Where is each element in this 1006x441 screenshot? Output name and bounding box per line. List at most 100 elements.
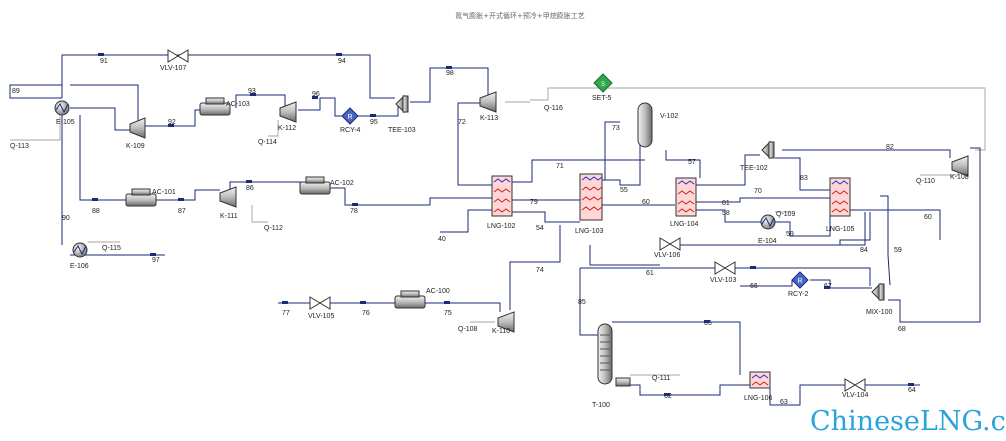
label-e104: E-104: [758, 238, 777, 245]
ac103-cooler[interactable]: [199, 97, 231, 116]
stream-line-40[interactable]: [440, 209, 492, 233]
label-mix100: MIX-100: [866, 309, 893, 316]
stream-label: 77: [282, 310, 290, 317]
k112-compressor[interactable]: [279, 101, 297, 123]
tee102-splitter[interactable]: [761, 140, 775, 160]
stream-line-78[interactable]: [330, 187, 492, 206]
lng103-exchanger[interactable]: [579, 173, 603, 221]
tee103-splitter[interactable]: [395, 94, 409, 114]
ac102-cooler[interactable]: [299, 176, 331, 195]
rcy4-recycle[interactable]: R: [341, 107, 359, 125]
lng102-exchanger[interactable]: [491, 175, 513, 217]
stream-line-e105-k109[interactable]: [70, 107, 130, 131]
stream-line-85[interactable]: [579, 268, 598, 336]
k113-compressor[interactable]: [479, 91, 497, 113]
label-vlv104: VLV-104: [842, 392, 868, 399]
stream-label: 55: [620, 187, 628, 194]
stream-line-62[interactable]: [630, 384, 750, 396]
vlv105-valve[interactable]: [309, 296, 331, 310]
label-vlv105: VLV-105: [308, 313, 334, 320]
stream-line-67[interactable]: [740, 280, 793, 287]
stream-line-58[interactable]: [696, 209, 762, 223]
vlv106-valve[interactable]: [659, 237, 681, 251]
lng106-exchanger[interactable]: [749, 371, 771, 389]
energy-line-q113[interactable]: [10, 112, 61, 141]
stream-line-65[interactable]: [612, 321, 741, 375]
label-rcy4: RCY-4: [340, 127, 360, 134]
label-k108: K-108: [950, 174, 969, 181]
stream-label: 90: [62, 215, 70, 222]
label-lng102: LNG-102: [487, 223, 516, 230]
stream-line-93[interactable]: [235, 94, 286, 108]
k109-compressor[interactable]: [129, 117, 146, 139]
label-t100: T-100: [592, 402, 610, 409]
stream-line-61[interactable]: [589, 245, 660, 266]
energy-streams: [10, 101, 959, 376]
vlv104-valve[interactable]: [844, 378, 866, 392]
stream-label: 64: [908, 387, 916, 394]
lng105-exchanger[interactable]: [829, 177, 851, 217]
label-k109: K-109: [126, 143, 145, 150]
stream-label: 94: [338, 58, 346, 65]
set5-block[interactable]: S: [593, 73, 613, 93]
stream-line-82[interactable]: [782, 149, 951, 158]
stream-line-87[interactable]: [155, 189, 220, 201]
stream-label: 70: [754, 188, 762, 195]
stream-line-59a[interactable]: [775, 215, 831, 237]
stream-line-73[interactable]: [604, 121, 620, 130]
stream-line-72[interactable]: [457, 102, 492, 186]
label-set5: SET-5: [592, 95, 612, 102]
energy-line-q114[interactable]: [268, 120, 279, 137]
stream-line-83[interactable]: [775, 157, 830, 191]
k110-compressor[interactable]: [497, 311, 515, 333]
stream-line-68[interactable]: [888, 147, 981, 323]
v102-separator[interactable]: [637, 102, 653, 148]
k108-compressor[interactable]: [951, 155, 969, 177]
e105-exchanger[interactable]: [54, 100, 70, 116]
stream-line-89[interactable]: [9, 84, 62, 99]
stream-line-60b[interactable]: [850, 209, 941, 240]
vlv107-valve[interactable]: [167, 49, 189, 63]
label-ac101: AC-101: [152, 189, 176, 196]
ac100-cooler[interactable]: [394, 290, 426, 309]
energy-label: Q-113: [10, 143, 29, 150]
stream-line-74[interactable]: [509, 225, 561, 310]
stream-line-95[interactable]: [357, 106, 399, 117]
e106-exchanger[interactable]: [72, 242, 88, 258]
lng104-exchanger[interactable]: [675, 177, 697, 217]
stream-line-70[interactable]: [696, 154, 760, 186]
e104-exchanger[interactable]: [760, 214, 776, 230]
ac101-cooler[interactable]: [125, 188, 157, 207]
stream-line-61b[interactable]: [680, 212, 866, 246]
stream-line-96[interactable]: [298, 97, 342, 117]
stream-line-71[interactable]: [510, 159, 645, 183]
stream-label: 68: [898, 326, 906, 333]
stream-line-75[interactable]: [425, 302, 501, 312]
label-lng104: LNG-104: [670, 221, 699, 228]
rcy2-recycle[interactable]: R: [791, 271, 809, 289]
stream-line-66b[interactable]: [735, 267, 871, 286]
stream-label: 73: [612, 125, 620, 132]
stream-line-63[interactable]: [762, 384, 845, 406]
stream-line-57[interactable]: [665, 150, 701, 178]
stream-line-81[interactable]: [696, 197, 830, 203]
vlv103-valve[interactable]: [714, 261, 736, 275]
stream-line-54[interactable]: [512, 211, 580, 223]
stream-line-55[interactable]: [602, 140, 641, 186]
label-k111: K-111: [220, 213, 238, 220]
energy-line-q112[interactable]: [251, 205, 268, 223]
t100-column[interactable]: [597, 323, 631, 387]
stream-line-84[interactable]: [839, 212, 871, 245]
mix100-mixer[interactable]: [871, 282, 885, 302]
stream-line-59b[interactable]: [880, 195, 891, 286]
k111-compressor[interactable]: [219, 186, 237, 208]
stream-label: 59: [786, 231, 794, 238]
stream-line-88[interactable]: [79, 115, 128, 201]
stream-line-e105-up[interactable]: [70, 84, 139, 122]
stream-label: 40: [438, 236, 446, 243]
stream-label: 92: [168, 119, 176, 126]
stream-line-86[interactable]: [229, 181, 301, 195]
stream-line-98[interactable]: [410, 67, 489, 103]
stream-line-91[interactable]: [61, 54, 395, 99]
stream-line-67b[interactable]: [810, 279, 872, 289]
